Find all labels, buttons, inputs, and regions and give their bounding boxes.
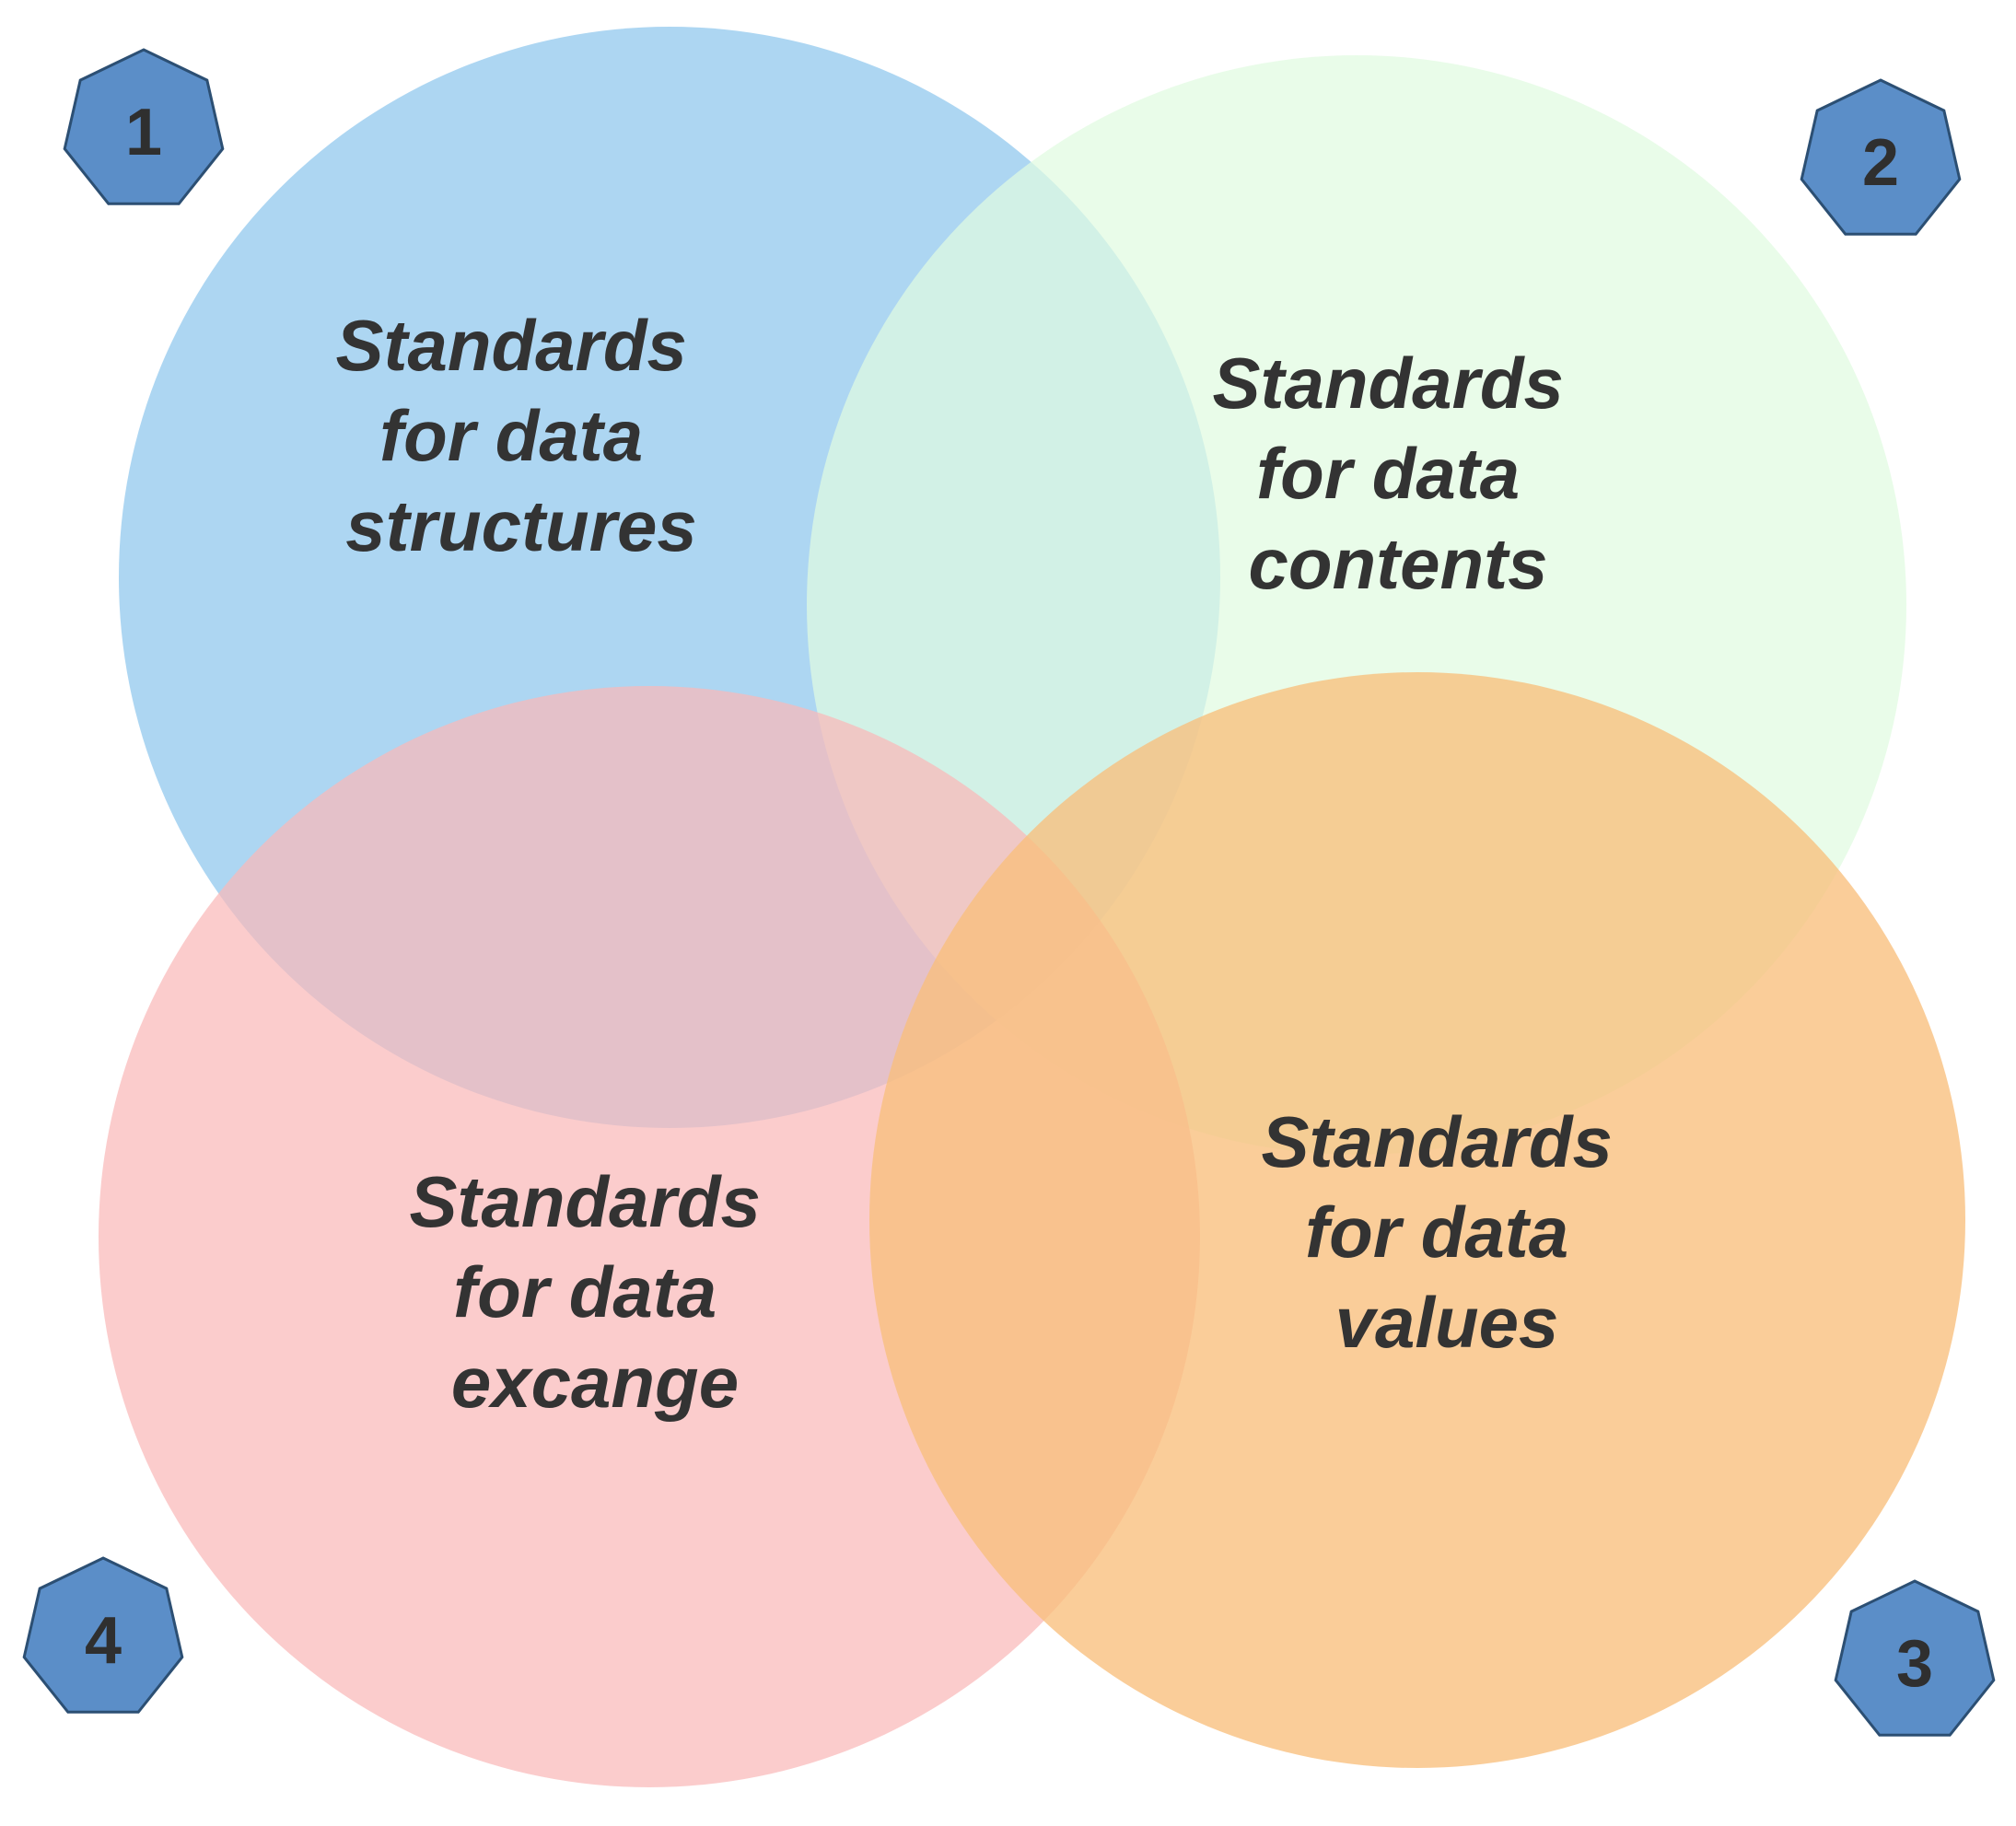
- badge-4-number: 4: [85, 1604, 122, 1678]
- badge-4: 4: [22, 1556, 184, 1714]
- label-contents-line-3: contents: [1248, 523, 1547, 604]
- label-contents-line-2: for data: [1256, 433, 1520, 514]
- label-exchange-line-2: for data: [453, 1251, 717, 1332]
- label-structures-line-3: structures: [345, 485, 696, 566]
- circle-exchange: [99, 686, 1200, 1787]
- label-exchange-line-3: excange: [451, 1342, 739, 1423]
- label-values-line-3: values: [1335, 1282, 1559, 1363]
- badge-2-number: 2: [1862, 126, 1899, 200]
- label-exchange-line-1: Standards: [409, 1161, 760, 1242]
- label-values-line-1: Standards: [1261, 1101, 1612, 1182]
- badge-2: 2: [1800, 78, 1962, 236]
- label-structures-line-2: for data: [379, 395, 643, 476]
- label-values: Standards for data values: [1261, 1101, 1632, 1363]
- label-contents-line-1: Standards: [1212, 343, 1563, 424]
- label-structures-line-1: Standards: [335, 305, 686, 386]
- badge-3: 3: [1834, 1579, 1996, 1737]
- badge-2-heptagon-icon: [1800, 78, 1962, 236]
- badge-4-heptagon-icon: [22, 1556, 184, 1714]
- badge-3-number: 3: [1896, 1627, 1933, 1701]
- badge-1-number: 1: [125, 96, 162, 169]
- label-structures: Standards for data structures: [335, 305, 706, 566]
- label-contents: Standards for data contents: [1212, 343, 1583, 604]
- badge-1: 1: [63, 48, 225, 205]
- label-values-line-2: for data: [1305, 1192, 1568, 1273]
- badge-1-heptagon-icon: [63, 48, 225, 205]
- badge-3-heptagon-icon: [1834, 1579, 1996, 1737]
- label-exchange: Standards for data excange: [409, 1161, 780, 1423]
- circle-values: [869, 672, 1965, 1768]
